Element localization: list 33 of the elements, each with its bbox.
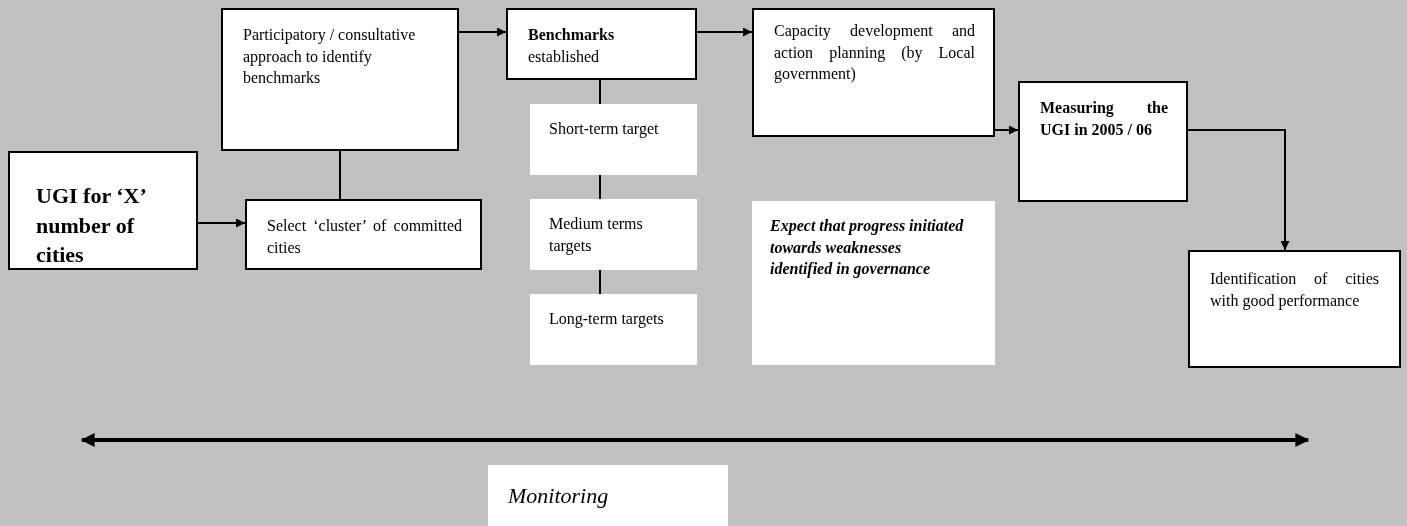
process-box xyxy=(1188,250,1401,368)
text-panel xyxy=(752,201,995,365)
text-panel xyxy=(530,199,697,270)
box-text: Measuring the UGI in 2005 / 06 xyxy=(1040,98,1168,140)
arrow xyxy=(994,125,1019,135)
process-box xyxy=(506,8,697,80)
process-box xyxy=(245,199,482,270)
box-text: Select ‘cluster’ of committed cities xyxy=(267,216,462,258)
process-box xyxy=(8,151,198,270)
arrow xyxy=(458,27,507,37)
connector-line xyxy=(599,174,601,200)
connector-line xyxy=(599,79,601,105)
process-box xyxy=(752,8,995,137)
process-box xyxy=(1018,81,1188,202)
process-box xyxy=(221,8,459,151)
box-text: Benchmarks established xyxy=(528,25,616,67)
box-text: Identification of cities with good performance xyxy=(1210,269,1379,312)
arrow xyxy=(696,27,753,37)
text-panel xyxy=(530,294,697,365)
box-text: Capacity development and action planning (by Local government) xyxy=(774,21,975,85)
text-panel xyxy=(488,465,728,526)
box-text: Expect that progress initiated towards weaknesses identified in governance xyxy=(770,216,965,280)
box-text: Medium terms targets xyxy=(549,214,644,257)
box-text: UGI for ‘X’ number of cities xyxy=(36,182,147,270)
connector-line xyxy=(339,150,341,200)
connector-line xyxy=(599,269,601,295)
arrow xyxy=(197,218,246,228)
box-text: Participatory / consultative approach to identify benchmarks xyxy=(243,25,417,89)
box-text: Short-term target xyxy=(549,119,660,140)
box-text: Monitoring xyxy=(508,482,610,510)
text-panel xyxy=(530,104,697,175)
box-text: Long-term targets xyxy=(549,309,665,330)
arrow xyxy=(1187,129,1290,251)
